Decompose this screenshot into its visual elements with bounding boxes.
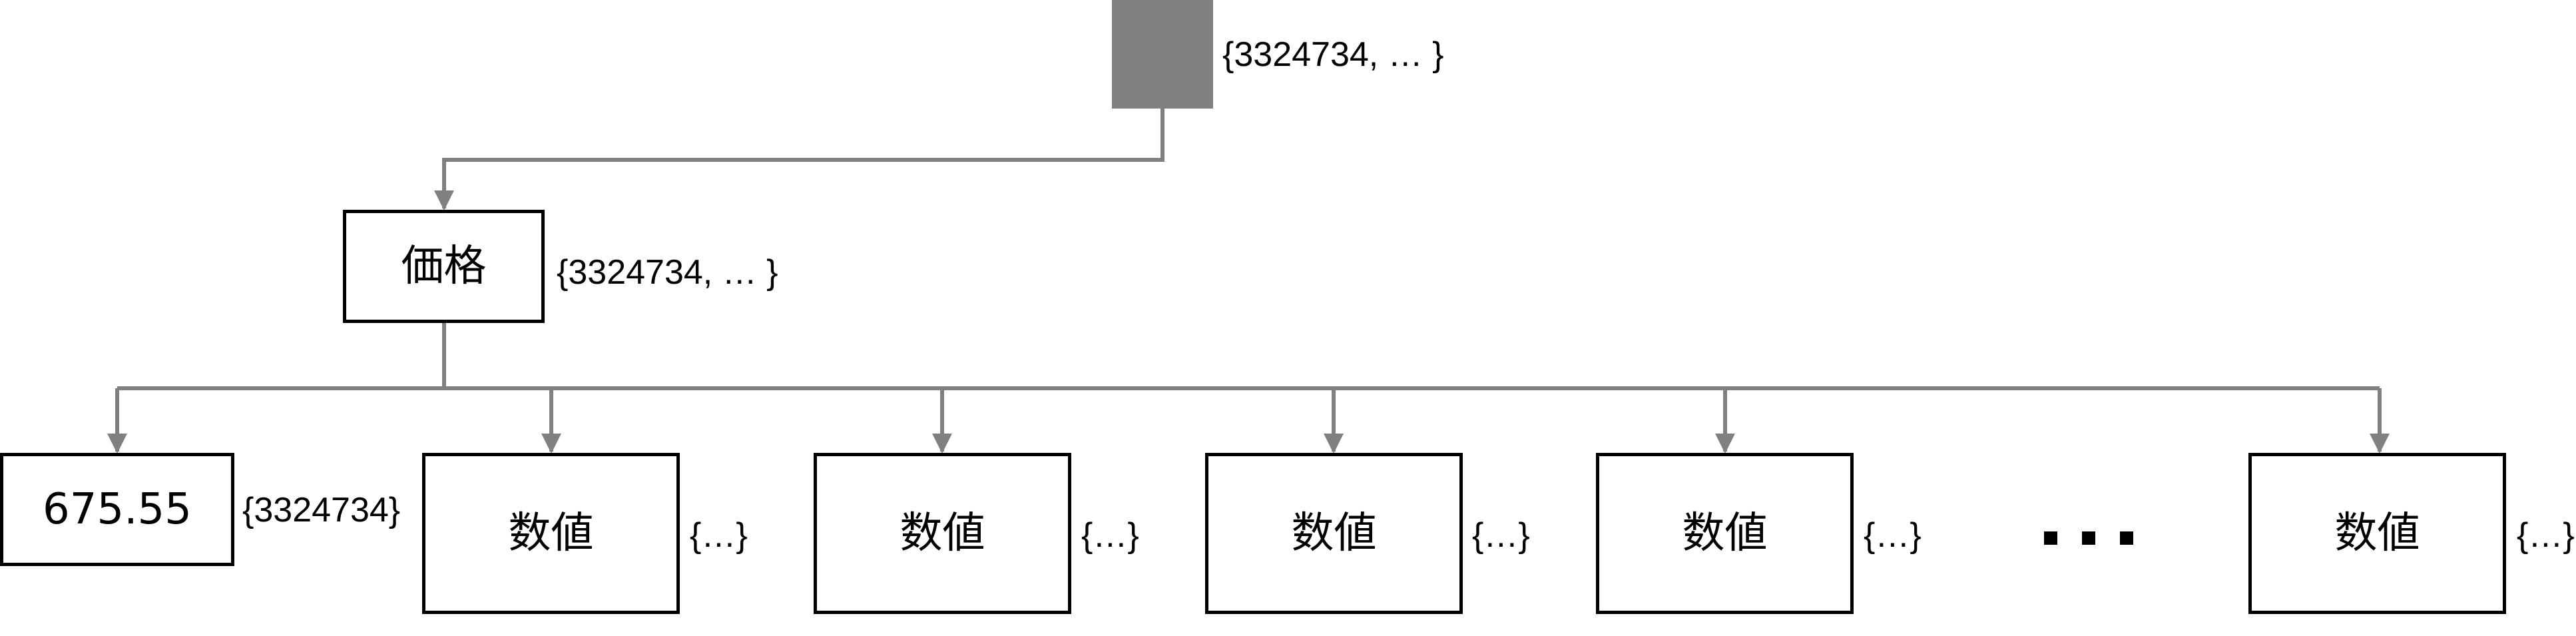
value-node-set-label: {…}	[1472, 516, 1530, 555]
ellipsis-dot	[2044, 531, 2057, 545]
attribute-node: 価格	[343, 210, 545, 323]
value-node: 数値	[2248, 453, 2506, 614]
attribute-set-label: {3324734, … }	[557, 253, 778, 292]
ellipsis-dot	[2120, 531, 2133, 545]
value-node: 数値	[814, 453, 1071, 614]
value-node-set-label: {…}	[1864, 516, 1922, 555]
value-node-set-label: {…}	[1081, 516, 1139, 555]
root-set-label: {3324734, … }	[1222, 35, 1444, 74]
value-node-label: 数値	[1291, 509, 1377, 558]
root-to-middle-connector	[434, 109, 1164, 210]
value-node-label: 数値	[900, 509, 985, 558]
value-node: 数値	[1596, 453, 1854, 614]
ellipsis-dot	[2082, 531, 2095, 545]
value-node: 675.55	[0, 453, 234, 566]
value-node-set-label: {…}	[2517, 516, 2575, 555]
value-node-set-label: {3324734}	[242, 491, 401, 529]
value-node-label: 数値	[2334, 509, 2420, 558]
value-node-set-label: {…}	[690, 516, 748, 555]
value-node: 数値	[422, 453, 680, 614]
value-node-label: 数値	[508, 509, 594, 558]
root-node	[1112, 0, 1213, 109]
value-node-label: 数値	[1682, 509, 1768, 558]
more-nodes-ellipsis	[2044, 531, 2133, 545]
value-node-label: 675.55	[43, 485, 192, 534]
value-node: 数値	[1205, 453, 1463, 614]
attribute-node-label: 価格	[401, 242, 487, 291]
